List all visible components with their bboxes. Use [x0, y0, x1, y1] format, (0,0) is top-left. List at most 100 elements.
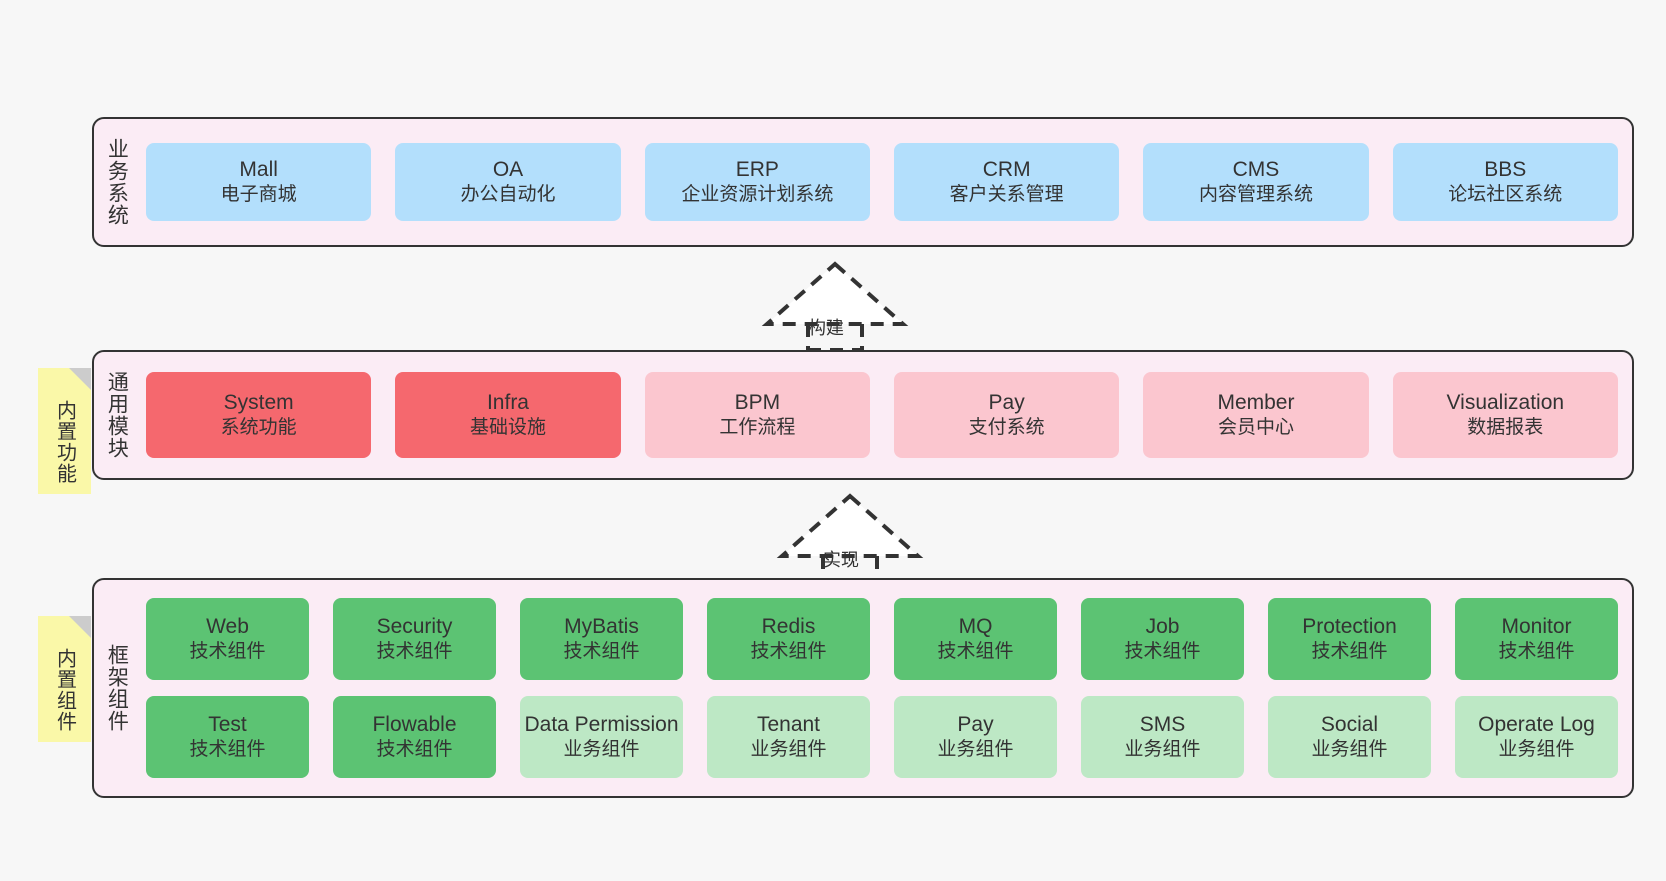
- card-title: ERP: [735, 158, 779, 181]
- card-subtitle: 技术组件: [1311, 641, 1388, 663]
- card-row: Test 技术组件 Flowable 技术组件 Data Permission …: [146, 696, 1618, 778]
- card-bpm[interactable]: BPM 工作流程: [644, 372, 870, 458]
- note-fold-corner: [69, 616, 91, 638]
- card-subtitle: 办公自动化: [460, 184, 556, 206]
- note-builtin-component: 内置组件: [38, 616, 91, 742]
- card-title: Pay: [957, 713, 994, 736]
- card-mybatis[interactable]: MyBatis 技术组件: [520, 598, 683, 680]
- layer-title-common-module: 通用模块: [105, 371, 129, 459]
- card-title: Web: [206, 615, 249, 638]
- layer-framework-component: 框架组件 Web 技术组件 Security 技术组件 MyBatis 技术组件…: [92, 578, 1634, 798]
- card-title: Protection: [1302, 615, 1397, 638]
- card-tenant[interactable]: Tenant 业务组件: [707, 696, 870, 778]
- card-social[interactable]: Social 业务组件: [1268, 696, 1431, 778]
- card-row: Web 技术组件 Security 技术组件 MyBatis 技术组件 Redi…: [146, 598, 1618, 680]
- card-crm[interactable]: CRM 客户关系管理: [893, 143, 1120, 221]
- card-title: Test: [208, 713, 247, 736]
- card-sms[interactable]: SMS 业务组件: [1081, 696, 1244, 778]
- card-subtitle: 业务组件: [1498, 739, 1575, 761]
- card-subtitle: 技术组件: [189, 641, 266, 663]
- card-redis[interactable]: Redis 技术组件: [707, 598, 870, 680]
- connector-implement: 实现: [770, 490, 930, 584]
- card-cms[interactable]: CMS 内容管理系统: [1143, 143, 1369, 221]
- layer-title-framework-component: 框架组件: [105, 644, 129, 732]
- card-monitor[interactable]: Monitor 技术组件: [1455, 598, 1618, 680]
- card-web[interactable]: Web 技术组件: [146, 598, 309, 680]
- note-label: 内置功能: [53, 400, 76, 484]
- connector-build: 构建: [755, 258, 915, 352]
- card-subtitle: 企业资源计划系统: [681, 184, 834, 206]
- note-builtin-function: 内置功能: [38, 368, 91, 494]
- card-job[interactable]: Job 技术组件: [1081, 598, 1244, 680]
- card-title: System: [223, 391, 294, 414]
- card-subtitle: 业务组件: [563, 739, 640, 761]
- card-subtitle: 业务组件: [1124, 739, 1201, 761]
- card-visualization[interactable]: Visualization 数据报表: [1392, 372, 1618, 458]
- card-title: CRM: [982, 158, 1031, 181]
- card-subtitle: 技术组件: [937, 641, 1014, 663]
- card-title: Pay: [988, 391, 1025, 414]
- card-security[interactable]: Security 技术组件: [333, 598, 496, 680]
- layer-body-business-system: Mall 电子商城 OA 办公自动化 ERP 企业资源计划系统 CRM 客户关系…: [138, 119, 1632, 245]
- card-title: Social: [1320, 713, 1379, 736]
- connector-build-label: 构建: [808, 318, 844, 338]
- card-subtitle: 技术组件: [1124, 641, 1201, 663]
- card-title: Flowable: [372, 713, 457, 736]
- card-title: Redis: [761, 615, 816, 638]
- card-subtitle: 支付系统: [968, 417, 1045, 439]
- card-subtitle: 基础设施: [469, 417, 546, 439]
- card-member[interactable]: Member 会员中心: [1143, 372, 1369, 458]
- card-title: MyBatis: [564, 615, 639, 638]
- card-subtitle: 会员中心: [1217, 417, 1294, 439]
- card-title: Operate Log: [1478, 713, 1595, 736]
- card-row: System 系统功能 Infra 基础设施 BPM 工作流程 Pay 支付系统…: [146, 372, 1618, 458]
- card-subtitle: 客户关系管理: [949, 184, 1064, 206]
- card-title: BBS: [1484, 158, 1527, 181]
- generalization-arrowhead: [761, 261, 909, 326]
- card-system[interactable]: System 系统功能: [146, 372, 372, 458]
- card-mall[interactable]: Mall 电子商城: [146, 143, 372, 221]
- card-subtitle: 技术组件: [189, 739, 266, 761]
- card-infra[interactable]: Infra 基础设施: [395, 372, 621, 458]
- layer-body-common-module: System 系统功能 Infra 基础设施 BPM 工作流程 Pay 支付系统…: [138, 352, 1632, 478]
- card-title: SMS: [1139, 713, 1186, 736]
- card-title: Security: [376, 615, 453, 638]
- card-subtitle: 技术组件: [376, 739, 453, 761]
- layer-business-system: 业务系统 Mall 电子商城 OA 办公自动化 ERP 企业资源计划系统 CRM…: [92, 117, 1634, 247]
- card-pay-component[interactable]: Pay 业务组件: [894, 696, 1057, 778]
- card-title: Member: [1217, 391, 1295, 414]
- card-subtitle: 业务组件: [937, 739, 1014, 761]
- card-mq[interactable]: MQ 技术组件: [894, 598, 1057, 680]
- card-title: Infra: [486, 391, 529, 414]
- card-flowable[interactable]: Flowable 技术组件: [333, 696, 496, 778]
- card-title: BPM: [734, 391, 781, 414]
- card-subtitle: 内容管理系统: [1198, 184, 1313, 206]
- card-subtitle: 工作流程: [719, 417, 796, 439]
- card-subtitle: 技术组件: [563, 641, 640, 663]
- card-pay-module[interactable]: Pay 支付系统: [893, 372, 1120, 458]
- card-subtitle: 业务组件: [750, 739, 827, 761]
- card-protection[interactable]: Protection 技术组件: [1268, 598, 1431, 680]
- card-subtitle: 技术组件: [1498, 641, 1575, 663]
- card-title: OA: [492, 158, 524, 181]
- card-title: Mall: [239, 158, 278, 181]
- card-title: Tenant: [756, 713, 821, 736]
- card-subtitle: 论坛社区系统: [1448, 184, 1563, 206]
- note-label: 内置组件: [53, 648, 76, 732]
- layer-title-business-system: 业务系统: [105, 138, 129, 226]
- card-subtitle: 数据报表: [1467, 417, 1544, 439]
- card-subtitle: 业务组件: [1311, 739, 1388, 761]
- card-data-permission[interactable]: Data Permission 业务组件: [520, 696, 683, 778]
- card-title: MQ: [958, 615, 993, 638]
- card-oa[interactable]: OA 办公自动化: [395, 143, 621, 221]
- card-subtitle: 电子商城: [220, 184, 297, 206]
- note-fold-corner: [69, 368, 91, 390]
- card-title: Monitor: [1501, 615, 1572, 638]
- card-bbs[interactable]: BBS 论坛社区系统: [1392, 143, 1618, 221]
- card-erp[interactable]: ERP 企业资源计划系统: [644, 143, 870, 221]
- layer-common-module: 通用模块 System 系统功能 Infra 基础设施 BPM 工作流程 Pay…: [92, 350, 1634, 480]
- card-operate-log[interactable]: Operate Log 业务组件: [1455, 696, 1618, 778]
- layer-body-framework-component: Web 技术组件 Security 技术组件 MyBatis 技术组件 Redi…: [138, 580, 1632, 796]
- card-test[interactable]: Test 技术组件: [146, 696, 309, 778]
